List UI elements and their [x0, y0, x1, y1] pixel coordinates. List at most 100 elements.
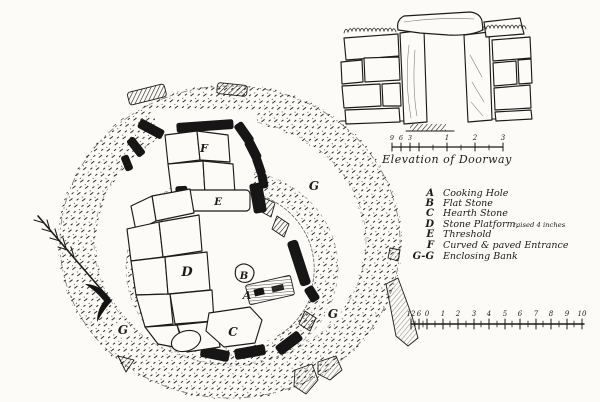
wall-stone [494, 109, 533, 122]
legend-row: F Curved & paved Entrance [426, 240, 569, 251]
legend: A Cooking Hole B Flat Stone C Hearth Sto… [413, 188, 569, 262]
legend-row: A Cooking Hole [425, 188, 509, 199]
lintel-stone [397, 11, 484, 36]
plan-label-a: A [242, 289, 252, 302]
legend-desc: Hearth Stone [442, 208, 508, 219]
legend-key: C [426, 208, 434, 219]
scale-label: 2 [472, 134, 478, 142]
scale-label: 10 [578, 310, 587, 318]
platform-stone [126, 221, 164, 262]
stone [234, 344, 266, 360]
scale-label: 4 [486, 310, 491, 318]
hearth-stone [205, 306, 263, 348]
plan-scale-bar: 12 6 0 1 2 3 4 5 6 7 8 9 10 [407, 310, 587, 330]
platform-stone [158, 214, 203, 258]
plan-label-d: D [180, 265, 193, 280]
stone [385, 277, 419, 347]
stone-platform [126, 188, 221, 353]
legend-desc: Cooking Hole [443, 188, 509, 199]
wall-stone [340, 59, 364, 85]
wall-stone [483, 17, 525, 38]
scale-label: 7 [534, 310, 539, 318]
stone [216, 82, 248, 97]
stone [271, 215, 290, 238]
stone [287, 239, 311, 287]
arrow-fletching [33, 219, 75, 258]
stone [304, 285, 320, 303]
stone [293, 363, 319, 395]
legend-row: E Threshold [425, 229, 491, 240]
sill-hatch [410, 124, 446, 131]
scale-tick-minor [414, 320, 575, 328]
platform-stone [130, 256, 169, 296]
legend-key: E [425, 229, 434, 240]
scale-label: 3 [501, 134, 506, 142]
scale-label: 0 [425, 310, 430, 318]
legend-key: F [426, 240, 435, 251]
stone [127, 83, 167, 106]
scale-label: 3 [472, 310, 477, 318]
paving-stone [164, 130, 201, 165]
legend-row: B Flat Stone [425, 198, 494, 209]
legend-key: G-G [413, 251, 435, 262]
scale-label: 9 [565, 310, 570, 318]
plan-label-b: B [239, 271, 248, 282]
wall-stone [492, 60, 518, 87]
legend-note: raised 4 inches [513, 221, 566, 229]
plan-label-f: F [199, 142, 209, 155]
legend-row: G-G Enclosing Bank [413, 251, 518, 262]
scale-label: 3 [408, 134, 412, 142]
platform-stone [135, 293, 174, 328]
cooking-hole-outline [245, 275, 295, 305]
scale-label: 6 [417, 310, 422, 318]
paving-stone [202, 160, 236, 195]
hut-wall [200, 196, 320, 362]
wall-stone [341, 83, 382, 109]
scale-label: 8 [549, 310, 554, 318]
grass-tufts [343, 27, 397, 34]
scale-tick [391, 142, 504, 152]
wall-stone [493, 84, 532, 111]
wall-stone [381, 82, 402, 107]
stone [387, 247, 401, 262]
stone [275, 331, 303, 355]
scale-label: 6 [399, 134, 403, 142]
jamb-stone [399, 29, 428, 125]
scale-tick-minor [432, 144, 490, 151]
stone [176, 119, 234, 133]
scale-label: 9 [390, 134, 394, 142]
plan-label-g2: G [328, 307, 338, 321]
direction-arrow [33, 215, 112, 322]
plan-letters: F E D B A C G G G [118, 142, 338, 339]
wall-stone [491, 36, 532, 62]
wall-face-arc [252, 192, 315, 338]
plan-label-e: E [213, 197, 222, 208]
platform-stone [130, 195, 157, 232]
stone [126, 136, 146, 158]
flat-stone-b [234, 263, 255, 284]
wall-stone [343, 33, 400, 61]
legend-desc: Curved & paved Entrance [443, 240, 569, 251]
cooking-hole [245, 275, 295, 305]
arrow-head [85, 284, 112, 322]
legend-key: D [424, 219, 434, 230]
stone [298, 310, 317, 332]
platform-stone [170, 329, 202, 353]
platform-stone [169, 289, 215, 325]
scale-label: 1 [445, 134, 449, 142]
jamb-stone [463, 31, 493, 123]
scale-label: 2 [455, 310, 461, 318]
stone-texture [407, 44, 485, 119]
scale-label: 5 [503, 310, 508, 318]
wall-stone [344, 107, 401, 125]
doorway-elevation [340, 11, 533, 132]
legend-row: C Hearth Stone [426, 208, 508, 219]
legend-desc: Threshold [443, 229, 491, 240]
stone [200, 346, 230, 362]
stone-texture [403, 18, 475, 23]
scale-label: 6 [518, 310, 523, 318]
cooking-hole-dark-cell [253, 287, 265, 297]
plan-label-g3: G [118, 323, 128, 337]
bank-top-stones [127, 82, 248, 106]
